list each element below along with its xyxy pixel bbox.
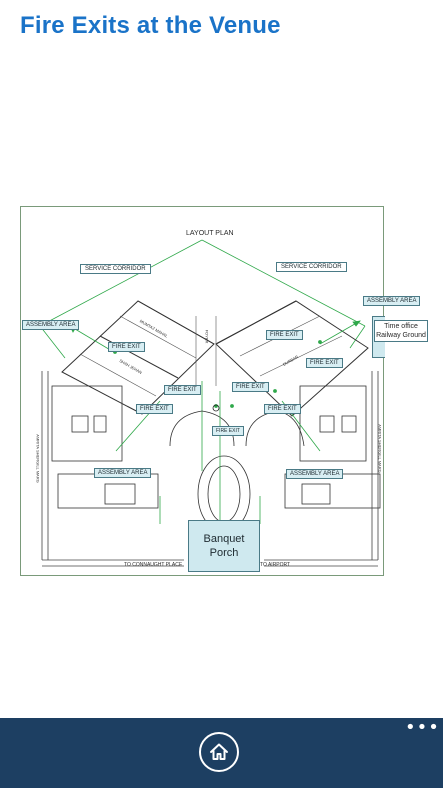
app-bar: ••• bbox=[0, 718, 443, 788]
fire-exit-label: FIRE EXIT bbox=[108, 342, 145, 352]
fire-exit-label: FIRE EXIT bbox=[212, 426, 244, 436]
home-button[interactable] bbox=[199, 732, 239, 772]
to-airport-label: TO AIRPORT bbox=[260, 562, 291, 568]
assembly-area-label: ASSEMBLY AREA bbox=[94, 468, 152, 478]
service-corridor-right-label: SERVICE CORRIDOR bbox=[276, 262, 347, 272]
fire-exit-label: FIRE EXIT bbox=[164, 385, 201, 395]
assembly-area-label: ASSEMBLY AREA bbox=[22, 320, 80, 330]
to-connaught-label: TO CONNAUGHT PLACE bbox=[124, 562, 183, 568]
time-office-label: Time office Railway Ground bbox=[374, 320, 428, 342]
assembly-area-label: ASSEMBLY AREA bbox=[363, 296, 421, 306]
fire-exit-label: FIRE EXIT bbox=[306, 358, 343, 368]
layout-plan-image: LAYOUT PLAN SERVICE CORRIDOR SERVICE COR… bbox=[20, 206, 428, 576]
assembly-area-label: ASSEMBLY AREA bbox=[286, 469, 344, 479]
home-icon bbox=[210, 743, 228, 760]
more-options-button[interactable]: ••• bbox=[405, 717, 440, 738]
fire-exit-label: FIRE EXIT bbox=[232, 382, 269, 392]
left-road-label: AMRITA SHERGILL MARG bbox=[35, 434, 41, 483]
banquet-porch-label: Banquet Porch bbox=[188, 520, 260, 572]
fire-exit-label: FIRE EXIT bbox=[264, 404, 301, 414]
fire-exit-label: FIRE EXIT bbox=[136, 404, 173, 414]
foyer-label: FOYER bbox=[204, 329, 210, 344]
service-corridor-left-label: SERVICE CORRIDOR bbox=[80, 264, 151, 274]
plan-heading: LAYOUT PLAN bbox=[186, 230, 234, 237]
right-road-label: AMRITA SHERGILL MARG bbox=[377, 424, 383, 473]
page-title: Fire Exits at the Venue bbox=[20, 12, 281, 39]
fire-exit-label: FIRE EXIT bbox=[266, 330, 303, 340]
